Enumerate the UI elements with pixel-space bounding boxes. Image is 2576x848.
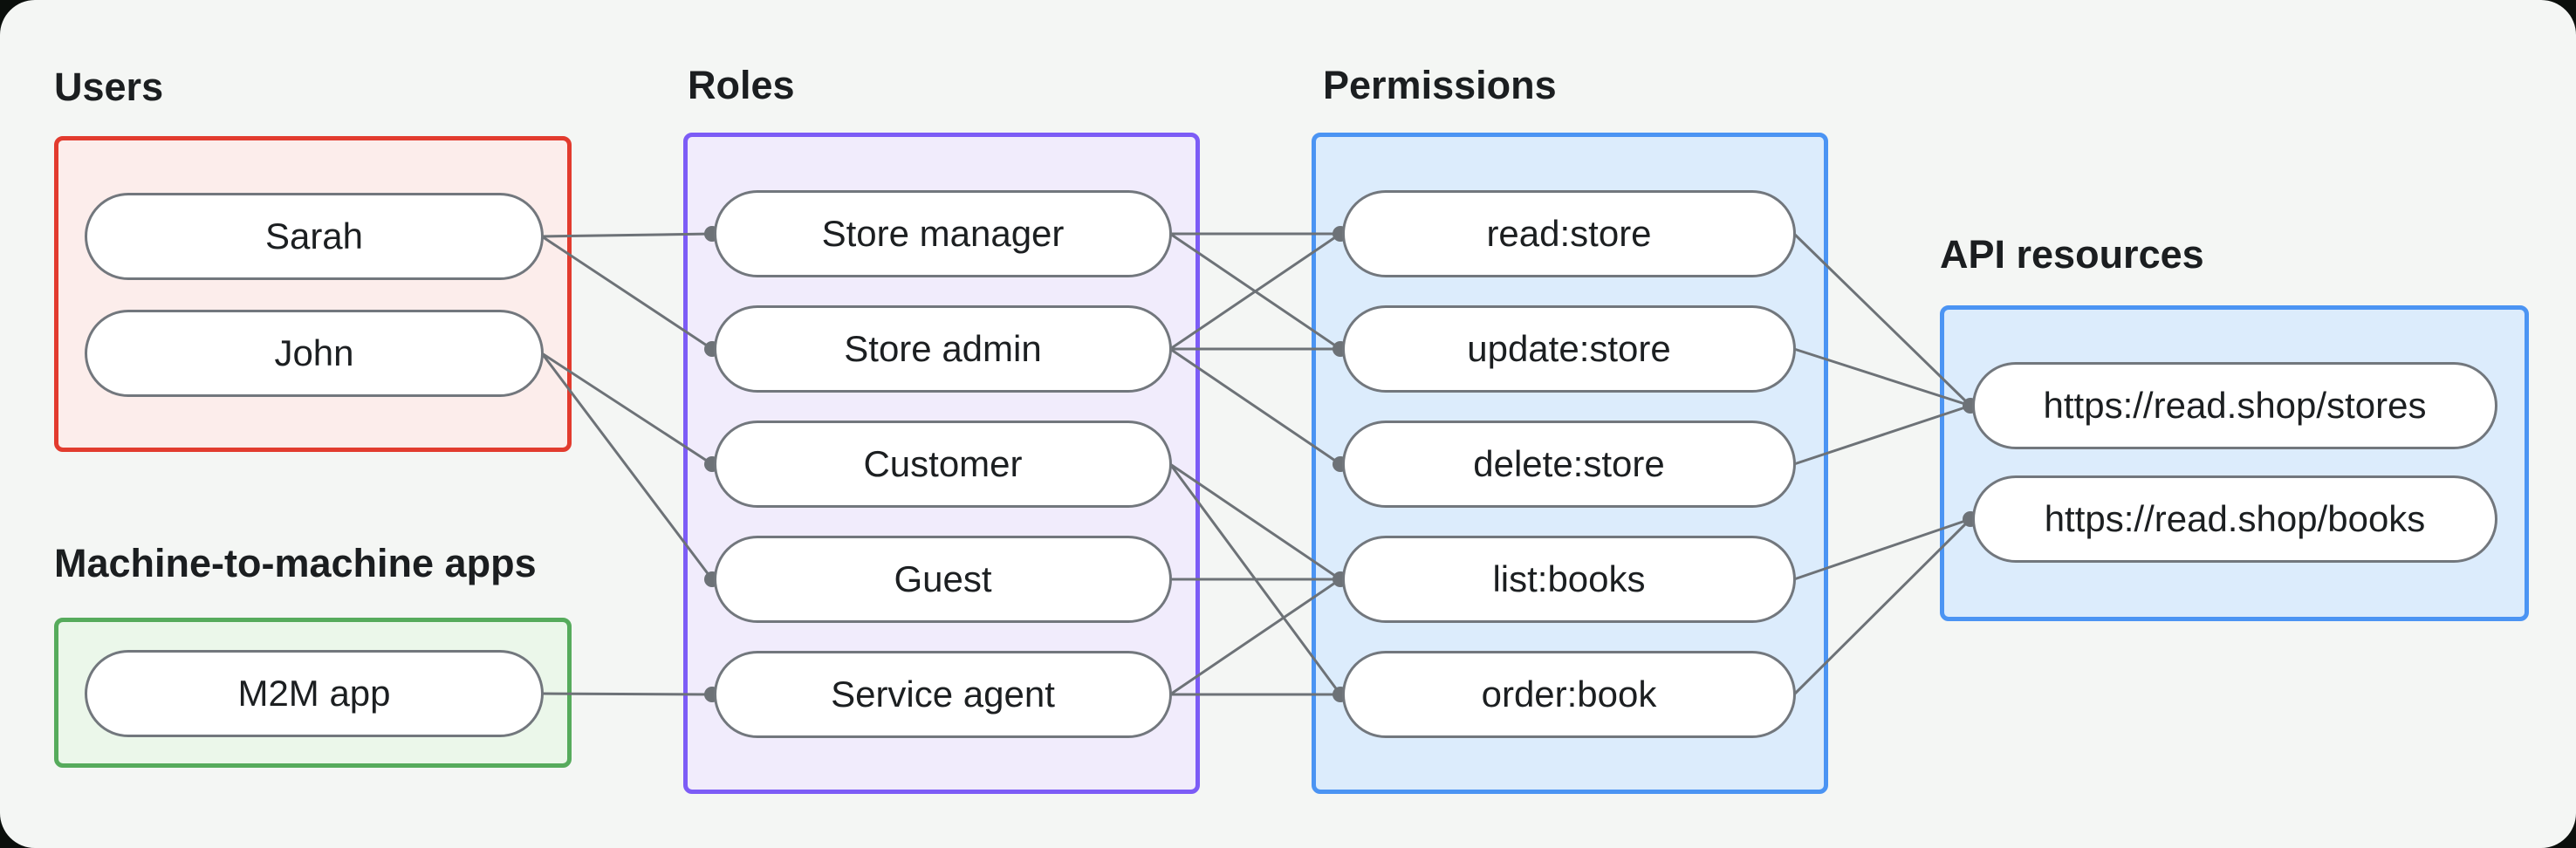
node-pill-list-books: list:books xyxy=(1342,536,1796,623)
node-pill-order-book: order:book xyxy=(1342,651,1796,738)
node-pill-stores: https://read.shop/stores xyxy=(1972,362,2497,449)
edge-store-admin-to-read-store xyxy=(1168,232,1342,351)
node-pill-customer: Customer xyxy=(714,421,1172,508)
edge-read-store-to-stores xyxy=(1792,232,1972,407)
node-pill-service-agent: Service agent xyxy=(714,651,1172,738)
node-pill-update-store: update:store xyxy=(1342,305,1796,393)
edge-john-to-customer xyxy=(540,352,714,466)
edge-john-to-guest xyxy=(540,352,714,581)
node-pill-guest: Guest xyxy=(714,536,1172,623)
edge-order-book-to-books xyxy=(1792,517,1972,696)
edge-sarah-to-store-admin xyxy=(540,235,714,351)
users-group-label: Users xyxy=(54,65,164,109)
users-group-box xyxy=(54,136,572,452)
edge-list-books-to-books xyxy=(1792,517,1972,581)
m2m-group-label: Machine-to-machine apps xyxy=(54,541,537,585)
edge-customer-to-list-books xyxy=(1168,462,1342,581)
node-pill-books: https://read.shop/books xyxy=(1972,475,2497,563)
api-group-label: API resources xyxy=(1940,232,2204,277)
node-pill-m2m-app: M2M app xyxy=(85,650,544,737)
node-pill-sarah: Sarah xyxy=(85,193,544,280)
edge-service-agent-to-list-books xyxy=(1168,578,1342,696)
edge-delete-store-to-stores xyxy=(1792,404,1972,466)
edge-sarah-to-store-manager xyxy=(540,232,714,238)
edge-update-store-to-stores xyxy=(1792,347,1972,407)
permissions-group-label: Permissions xyxy=(1323,63,1557,107)
node-pill-john: John xyxy=(85,310,544,397)
node-pill-store-admin: Store admin xyxy=(714,305,1172,393)
edge-store-admin-to-delete-store xyxy=(1168,347,1342,466)
node-pill-read-store: read:store xyxy=(1342,190,1796,277)
api-group-box xyxy=(1940,305,2529,621)
node-pill-store-manager: Store manager xyxy=(714,190,1172,277)
roles-group-label: Roles xyxy=(688,63,795,107)
node-pill-delete-store: delete:store xyxy=(1342,421,1796,508)
